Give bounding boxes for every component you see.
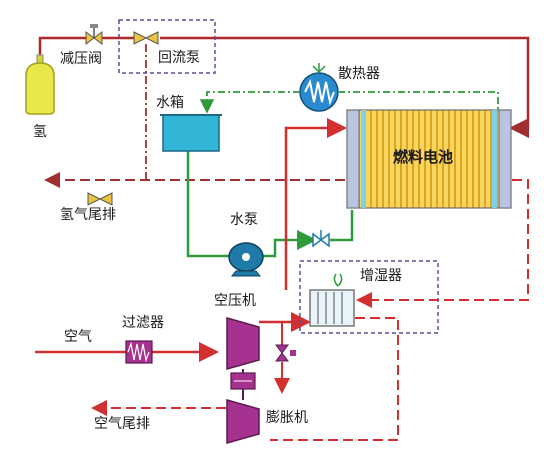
fuel-cell-stack <box>346 109 512 209</box>
pressure-valve-label: 减压阀 <box>60 51 102 67</box>
humidifier-icon <box>309 273 355 327</box>
hydrogen-label: 氢 <box>33 124 47 140</box>
water-tank-label: 水箱 <box>156 95 184 111</box>
motor-shaft-icon <box>230 369 256 400</box>
recirc-pump-box <box>118 19 216 74</box>
expander-icon <box>226 399 260 444</box>
pressure-valve-icon <box>85 24 103 45</box>
compressor-label: 空压机 <box>214 293 256 309</box>
fuel-cell-label: 燃料电池 <box>393 148 453 166</box>
air-exhaust-label: 空气尾排 <box>94 416 150 432</box>
recirc-pump-label: 回流泵 <box>158 50 200 66</box>
bypass-valve-icon <box>275 344 296 362</box>
h2-exhaust-label: 氢气尾排 <box>60 207 116 223</box>
water-pump-label: 水泵 <box>230 212 258 228</box>
water-tank-icon <box>162 114 220 152</box>
water-pump-icon <box>228 242 264 277</box>
h2-exhaust-valve-icon <box>87 192 113 206</box>
coolant-valve-icon <box>312 230 330 248</box>
expander-label: 膨胀机 <box>266 409 308 426</box>
radiator-icon <box>299 63 339 112</box>
recirc-pump-icon <box>133 31 159 45</box>
cathode-exhaust-line <box>91 179 529 441</box>
humidified-air-line <box>284 118 347 290</box>
compressor-icon <box>226 317 260 370</box>
humidifier-label: 增湿器 <box>360 268 402 284</box>
radiator-label: 散热器 <box>338 66 380 82</box>
compressed-air-line <box>259 312 311 394</box>
filter-label: 过滤器 <box>122 315 164 331</box>
air-label: 空气 <box>64 329 92 345</box>
coolant-loop-line <box>186 91 499 258</box>
hydrogen-bottle-icon <box>25 54 55 115</box>
filter-icon <box>125 340 153 364</box>
